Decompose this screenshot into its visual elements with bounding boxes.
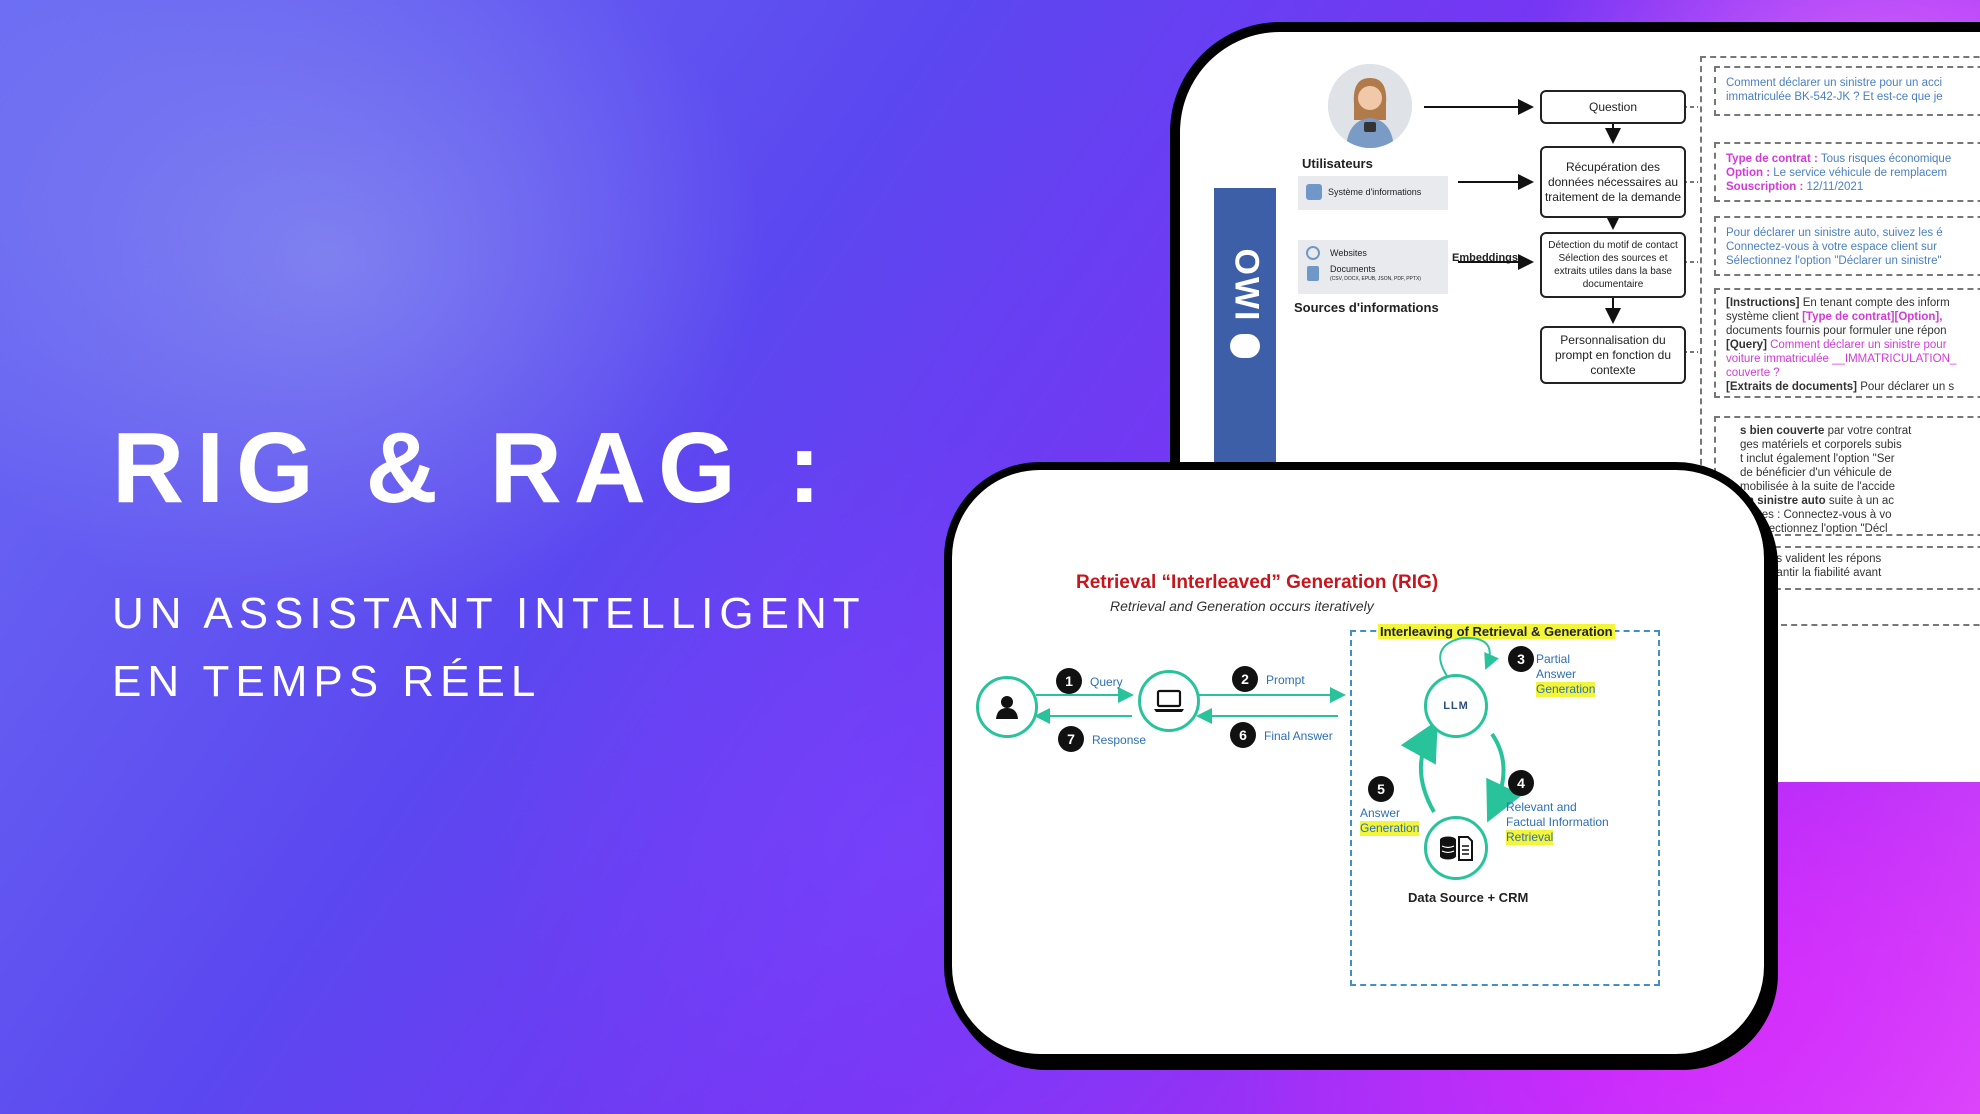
page-title: RIG & RAG : bbox=[112, 412, 833, 524]
step-label-answer-generation: Generation bbox=[1360, 821, 1420, 836]
panel-extracts bbox=[1714, 216, 1980, 276]
database-icon bbox=[1306, 184, 1322, 200]
step-label-answer: Answer bbox=[1536, 667, 1577, 681]
step-label-partial: Partial bbox=[1536, 652, 1571, 666]
panel-answer-line-6: un sinistre auto suite à un ac bbox=[1740, 495, 1895, 507]
user-node bbox=[976, 676, 1038, 738]
panel-question-line-1: Comment déclarer un sinistre pour un acc… bbox=[1726, 77, 1943, 89]
step-label-final-answer: Final Answer bbox=[1264, 729, 1333, 743]
step-badge-3: 3 bbox=[1508, 646, 1534, 672]
llm-label: LLM bbox=[1443, 700, 1469, 712]
sources-label: Sources d'informations bbox=[1294, 300, 1439, 315]
step-data-retrieval: Récupération des données nécessaires au … bbox=[1540, 146, 1686, 218]
panel-data-line-1: Type de contrat : Tous risques économiqu… bbox=[1726, 153, 1952, 165]
page-subtitle: UN ASSISTANT INTELLIGENT EN TEMPS RÉEL bbox=[112, 580, 866, 716]
step-badge-5: 5 bbox=[1368, 776, 1394, 802]
panel-answer-line-1: s bien couverte par votre contrat bbox=[1740, 425, 1912, 437]
panel-answer-line-5: mobilisée à la suite de l'accide bbox=[1740, 481, 1895, 493]
step-prompt-personalisation: Personnalisation du prompt en fonction d… bbox=[1540, 326, 1686, 384]
interleaving-box-title: Interleaving of Retrieval & Generation bbox=[1378, 624, 1615, 639]
panel-answer-line-3: t inclut également l'option "Ser bbox=[1740, 453, 1895, 465]
panel-extracts-line-1: Pour déclarer un sinistre auto, suivez l… bbox=[1726, 227, 1943, 239]
llm-node: LLM bbox=[1424, 674, 1488, 738]
panel-data-line-3: Souscription : 12/11/2021 bbox=[1726, 181, 1864, 193]
info-system-label: Système d'informations bbox=[1328, 187, 1422, 197]
data-source-node bbox=[1424, 816, 1488, 880]
panel-answer-line-8: F. Sélectionnez l'option "Décl bbox=[1740, 523, 1888, 535]
subtitle-line-2: EN TEMPS RÉEL bbox=[112, 657, 542, 706]
panel-prompt-line-1: [Instructions] En tenant compte des info… bbox=[1726, 297, 1950, 309]
rig-arrows bbox=[1034, 636, 1523, 823]
step-badge-1: 1 bbox=[1056, 668, 1082, 694]
step-badge-2: 2 bbox=[1232, 666, 1258, 692]
subtitle-line-1: UN ASSISTANT INTELLIGENT bbox=[112, 589, 866, 638]
info-system-panel bbox=[1298, 176, 1448, 210]
documents-label: Documents bbox=[1330, 264, 1376, 274]
panel-answer-line-2: ges matériels et corporels subis bbox=[1740, 439, 1902, 451]
step-question: Question bbox=[1540, 90, 1686, 124]
rag-arrows bbox=[1424, 99, 1698, 353]
plug-icon bbox=[1230, 334, 1260, 358]
panel-question-line-2: immatriculée BK-542-JK ? Et est-ce que j… bbox=[1726, 91, 1943, 103]
step-label-prompt: Prompt bbox=[1266, 673, 1305, 687]
step-label-factual: Factual Information bbox=[1506, 815, 1609, 829]
panel-prompt bbox=[1714, 288, 1980, 398]
user-avatar bbox=[1328, 64, 1412, 148]
users-label: Utilisateurs bbox=[1302, 156, 1373, 171]
document-icon bbox=[1307, 266, 1319, 281]
panel-prompt-line-5: voiture immatriculée __IMMATRICULATION_ bbox=[1726, 353, 1957, 365]
panel-prompt-line-4: [Query] Comment déclarer un sinistre pou… bbox=[1726, 339, 1947, 351]
panel-prompt-line-2: système client [Type de contrat][Option]… bbox=[1726, 311, 1943, 323]
step-label-relevant: Relevant and bbox=[1506, 800, 1577, 814]
person-icon bbox=[1328, 64, 1412, 148]
panel-answer-line-4: de bénéficier d'un véhicule de bbox=[1740, 467, 1892, 479]
panel-answer-line-7: vantes : Connectez-vous à vo bbox=[1740, 509, 1892, 521]
panel-extracts-line-2: Connectez-vous à votre espace client sur bbox=[1726, 241, 1937, 253]
rag-diagram: Utilisateurs OWI Système d'informations … bbox=[1180, 32, 1980, 782]
data-source-label: Data Source + CRM bbox=[1408, 890, 1529, 905]
panel-data-line-2: Option : Le service véhicule de remplace… bbox=[1726, 167, 1948, 179]
rig-diagram: Retrieval “Interleaved” Generation (RIG)… bbox=[944, 462, 1772, 1062]
rag-diagram-card: Utilisateurs OWI Système d'informations … bbox=[1170, 22, 1980, 782]
step-badge-7: 7 bbox=[1058, 726, 1084, 752]
panel-prompt-line-6: couverte ? bbox=[1726, 367, 1780, 379]
step-detection: Détection du motif de contact Sélection … bbox=[1540, 232, 1686, 298]
step-label-generation: Generation bbox=[1536, 682, 1596, 697]
rig-title: Retrieval “Interleaved” Generation (RIG) bbox=[1076, 572, 1439, 593]
step-label-query: Query bbox=[1090, 675, 1123, 689]
right-panel-frame bbox=[1700, 56, 1980, 626]
step-badge-4: 4 bbox=[1508, 770, 1534, 796]
rig-diagram-card: Retrieval “Interleaved” Generation (RIG)… bbox=[944, 462, 1778, 1070]
step-label-response: Response bbox=[1092, 733, 1147, 747]
documents-formats: (CSV, DOCX, EPUB, JSON, PDF, PPTX) bbox=[1330, 276, 1421, 282]
sources-panel bbox=[1298, 240, 1448, 294]
panel-extracts-line-3: Sélectionnez l'option "Déclarer un sinis… bbox=[1726, 255, 1942, 267]
globe-icon bbox=[1306, 246, 1320, 260]
panel-prompt-line-7: [Extraits de documents] Pour déclarer un… bbox=[1726, 381, 1955, 393]
step-label-answer-gen: Answer bbox=[1360, 806, 1401, 820]
user-icon bbox=[996, 696, 1018, 719]
panel-prompt-line-3: documents fournis pour formuler une répo… bbox=[1726, 325, 1947, 337]
database-document-icon bbox=[1440, 836, 1473, 861]
step-badge-6: 6 bbox=[1230, 722, 1256, 748]
panel-data bbox=[1714, 142, 1980, 202]
panel-question bbox=[1714, 66, 1980, 116]
app-node bbox=[1138, 670, 1200, 732]
step-label-retrieval: Retrieval bbox=[1506, 830, 1554, 845]
websites-label: Websites bbox=[1330, 248, 1367, 258]
laptop-icon bbox=[1154, 689, 1184, 712]
rig-subtitle: Retrieval and Generation occurs iterativ… bbox=[1110, 598, 1374, 614]
